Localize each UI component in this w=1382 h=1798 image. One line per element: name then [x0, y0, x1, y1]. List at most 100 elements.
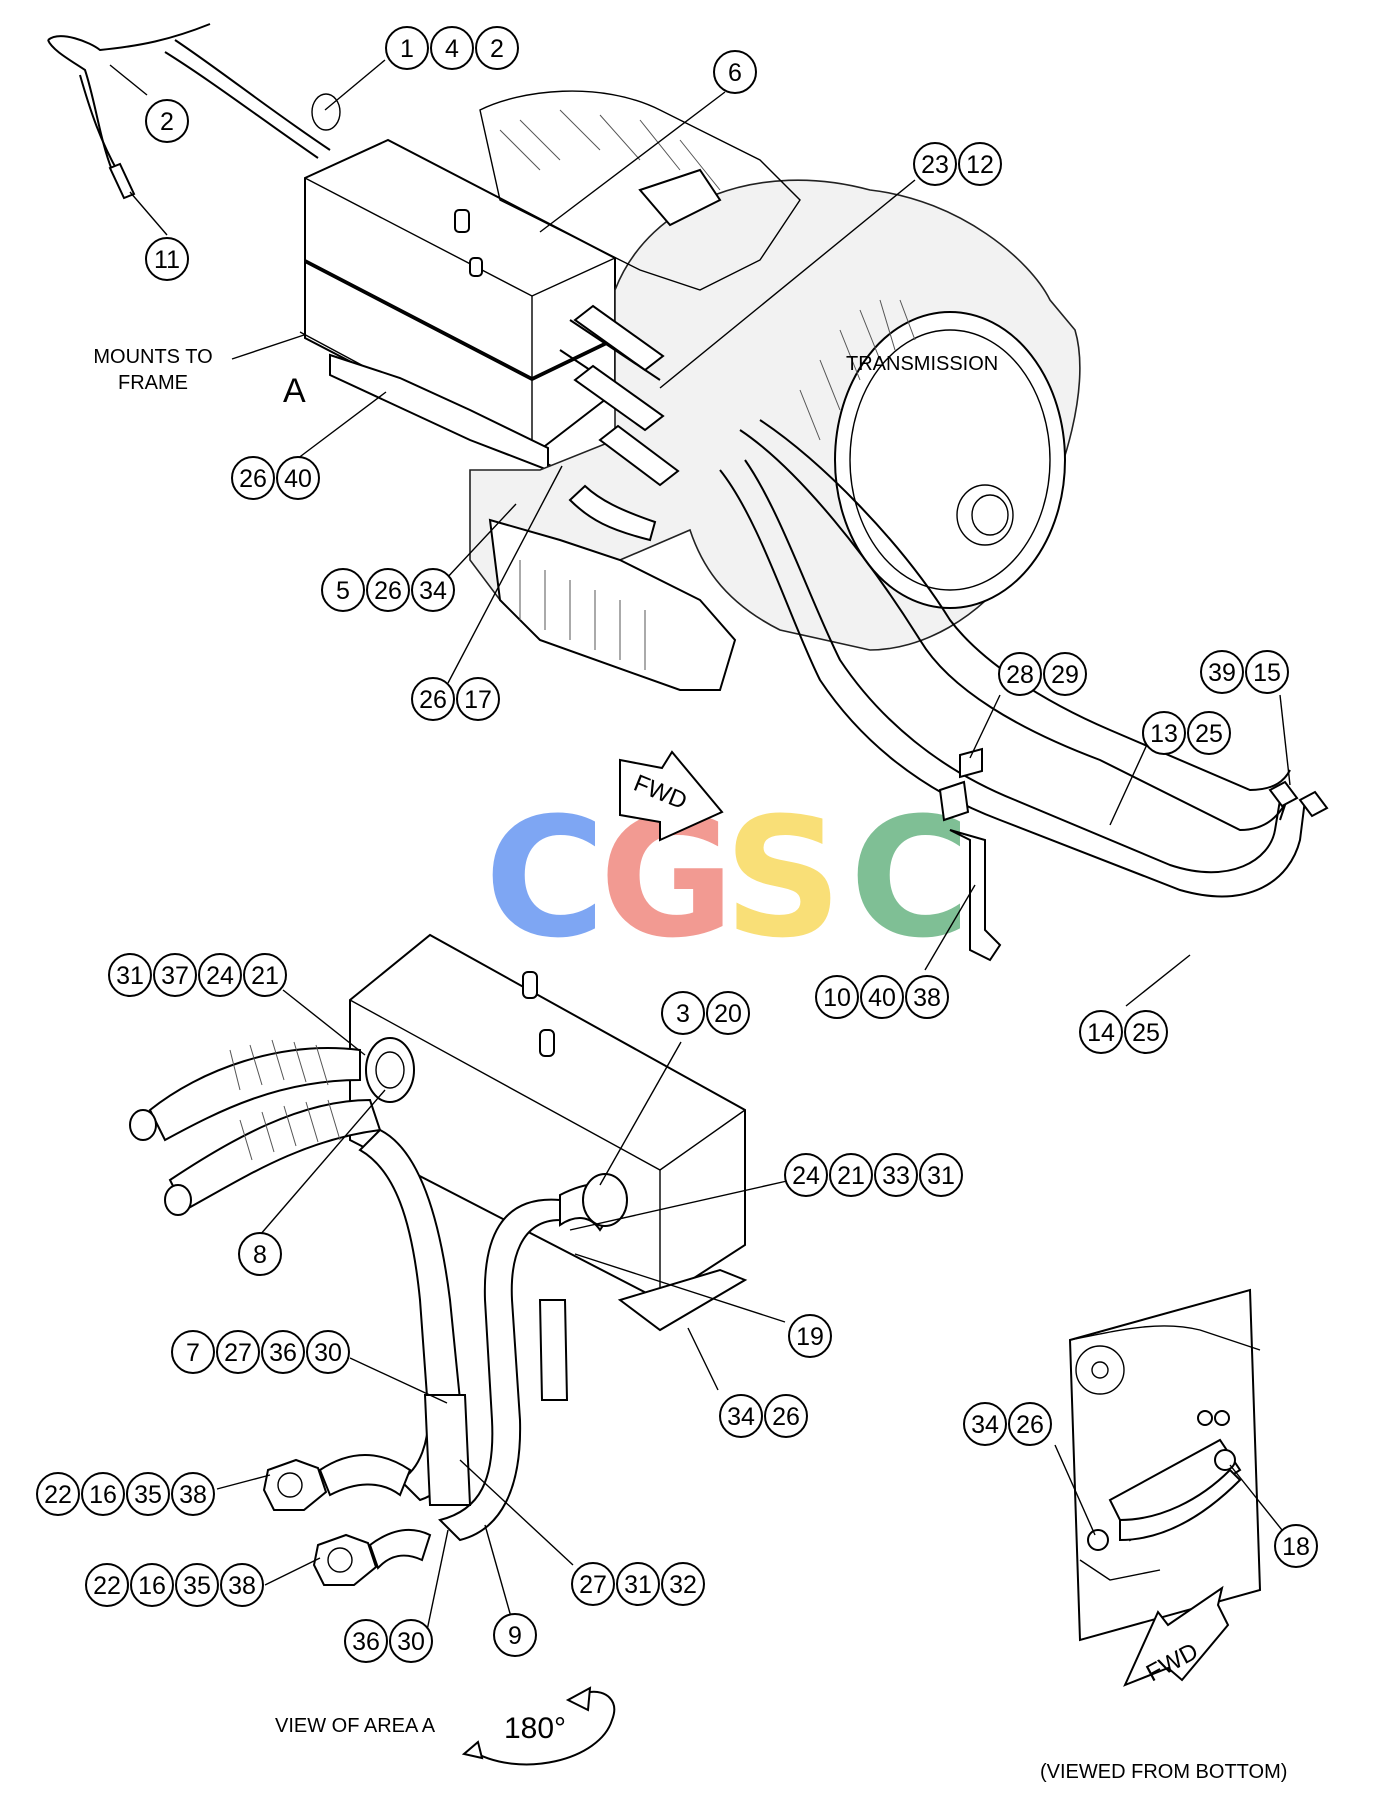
transmission-assembly: [47, 23, 1329, 962]
viewed-from-bottom-label: (VIEWED FROM BOTTOM): [1040, 1761, 1287, 1783]
mounts-to-frame-line2: FRAME: [118, 372, 188, 394]
area-a-detail: [129, 933, 748, 1586]
callout-24: 9: [493, 1613, 537, 1657]
callout-number: 1: [400, 35, 414, 63]
callout-16: 24 21 33 31: [784, 1153, 963, 1197]
callout-number: 37: [161, 962, 189, 990]
callout-circle: [661, 991, 705, 1035]
callout-circle: [1008, 1402, 1052, 1446]
transmission-label: TRANSMISSION: [846, 353, 998, 375]
callout-circle: [1043, 652, 1087, 696]
callout-circle: [719, 1394, 763, 1438]
callout-number: 8: [253, 1241, 267, 1269]
callout-number: 21: [251, 962, 279, 990]
callout-circle: [175, 1563, 219, 1607]
callout-number: 6: [728, 59, 742, 87]
callout-circle: [998, 652, 1042, 696]
callout-number: 29: [1051, 661, 1079, 689]
callout-circle: [493, 1613, 537, 1657]
callout-circle: [385, 26, 429, 70]
callout-number: 34: [419, 577, 447, 605]
watermark-letter: S: [724, 782, 843, 974]
callout-number: 2: [490, 35, 504, 63]
callout-circle: [1200, 650, 1244, 694]
callout-number: 39: [1208, 659, 1236, 687]
callout-number: 26: [772, 1403, 800, 1431]
callout-circle: [411, 677, 455, 721]
rotation-arrow: [461, 1686, 616, 1766]
callout-1: 2: [145, 99, 189, 143]
callout-number: 33: [882, 1162, 910, 1190]
leader-lines: [109, 59, 1291, 1641]
callout-circle: [788, 1314, 832, 1358]
callout-circle: [276, 456, 320, 500]
callout-number: 30: [314, 1339, 342, 1367]
callout-number: 21: [837, 1162, 865, 1190]
callout-number: 15: [1253, 659, 1281, 687]
callout-8: 28 29: [998, 652, 1087, 696]
callout-number: 26: [419, 686, 447, 714]
callout-number: 31: [927, 1162, 955, 1190]
callout-number: 28: [1006, 661, 1034, 689]
callout-number: 5: [336, 577, 350, 605]
callout-circle: [108, 953, 152, 997]
callout-0: 1 4 2: [385, 26, 519, 70]
callout-15: 8: [238, 1232, 282, 1276]
callout-circle: [905, 975, 949, 1019]
callout-circle: [706, 991, 750, 1035]
callout-circle: [171, 1330, 215, 1374]
callout-circle: [216, 1330, 260, 1374]
callout-number: 38: [179, 1481, 207, 1509]
callout-circle: [958, 142, 1002, 186]
callout-9: 39 15: [1200, 650, 1289, 694]
callout-number: 24: [206, 962, 234, 990]
callout-3: 6: [713, 50, 757, 94]
callout-circle: [344, 1619, 388, 1663]
callout-circle: [1142, 711, 1186, 755]
callout-number: 19: [796, 1323, 824, 1351]
callout-number: 26: [374, 577, 402, 605]
callout-number: 22: [93, 1572, 121, 1600]
text-labels: MOUNTS TO FRAME A TRANSMISSION VIEW OF A…: [93, 346, 1287, 1783]
callout-circle: [366, 568, 410, 612]
callout-circle: [85, 1563, 129, 1607]
callout-circle: [456, 677, 500, 721]
callout-17: 19: [788, 1314, 832, 1358]
callout-circle: [963, 1402, 1007, 1446]
rotation-label: 180°: [504, 1712, 566, 1745]
callout-number: 7: [186, 1339, 200, 1367]
callout-circle: [430, 26, 474, 70]
callout-number: 38: [913, 984, 941, 1012]
callout-circle: [321, 568, 365, 612]
callout-number: 16: [89, 1481, 117, 1509]
callout-number: 4: [445, 35, 459, 63]
callout-circle: [913, 142, 957, 186]
callout-number: 20: [714, 1000, 742, 1028]
callout-number: 12: [966, 151, 994, 179]
callout-number: 9: [508, 1622, 522, 1650]
callout-number: 24: [792, 1162, 820, 1190]
callout-number: 40: [284, 465, 312, 493]
callout-number: 27: [579, 1571, 607, 1599]
callout-circle: [238, 1232, 282, 1276]
area-a-label: A: [283, 372, 306, 410]
callout-circle: [829, 1153, 873, 1197]
callout-number: 30: [397, 1628, 425, 1656]
callout-circle: [130, 1563, 174, 1607]
fwd-arrow-top: FWD: [619, 750, 724, 842]
callout-circle: [1124, 1010, 1168, 1054]
callout-circle: [571, 1562, 615, 1606]
callout-number: 32: [669, 1571, 697, 1599]
callout-circle: [874, 1153, 918, 1197]
callout-number: 25: [1195, 720, 1223, 748]
